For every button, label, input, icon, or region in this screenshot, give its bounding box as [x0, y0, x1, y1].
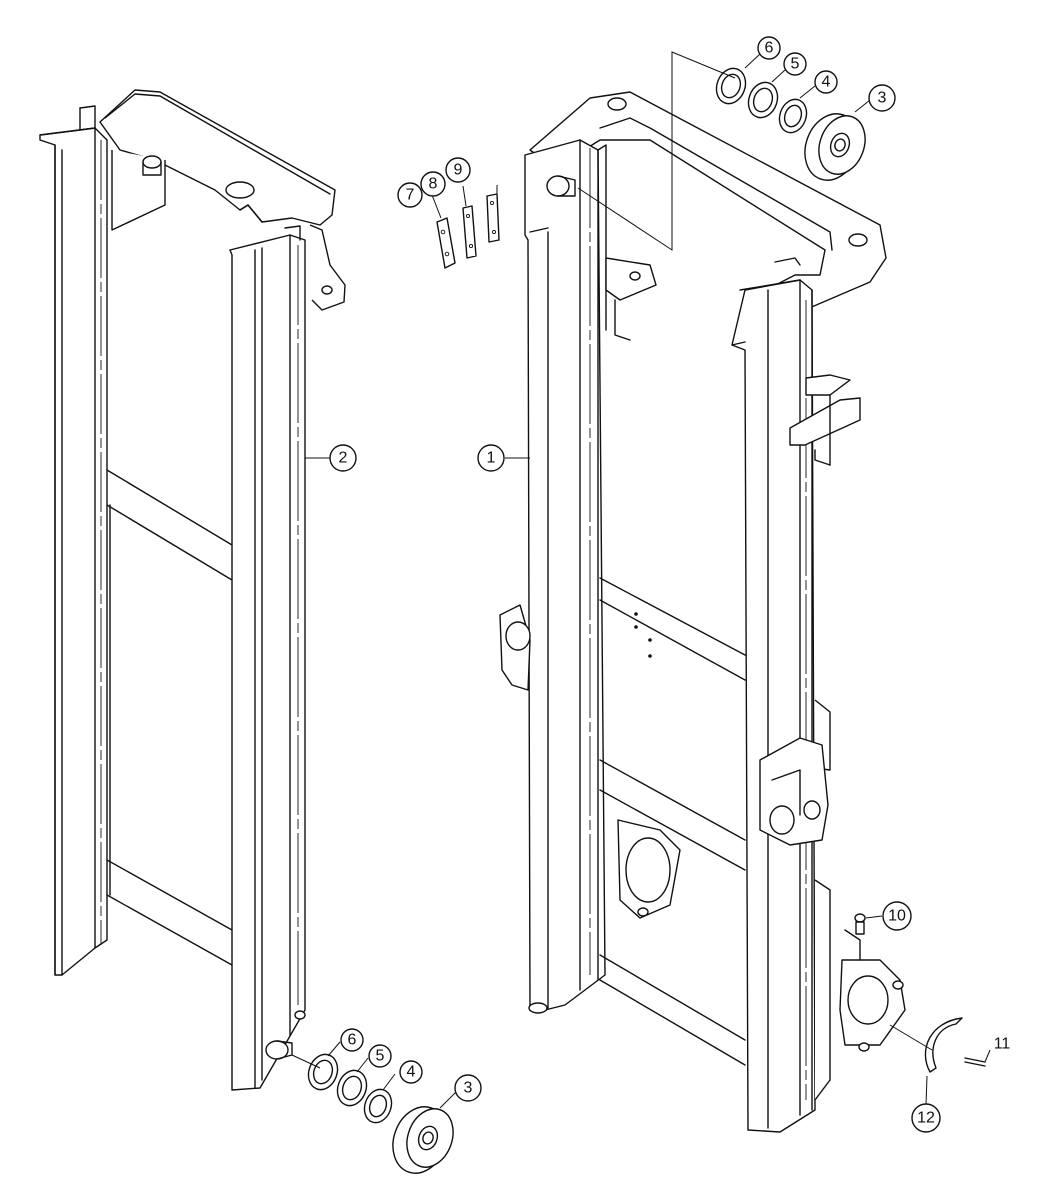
- upper-roller-stack: [715, 67, 866, 181]
- inner-mast-assembly: [499, 91, 906, 1133]
- svg-text:6: 6: [765, 40, 774, 57]
- svg-text:5: 5: [376, 1048, 385, 1065]
- callout-7: 7: [397, 182, 423, 208]
- svg-text:3: 3: [878, 90, 887, 107]
- lower-roller-stack: [307, 1053, 454, 1174]
- svg-text:8: 8: [429, 176, 438, 193]
- svg-text:4: 4: [407, 1064, 416, 1081]
- svg-text:3: 3: [464, 1080, 473, 1097]
- callout-5-upper: 5: [783, 52, 807, 76]
- callout-4-lower: 4: [399, 1060, 423, 1084]
- callout-5-lower: 5: [368, 1044, 392, 1068]
- svg-text:5: 5: [791, 56, 800, 73]
- callout-1: 1: [477, 444, 505, 472]
- svg-text:12: 12: [917, 1110, 935, 1127]
- callout-6-upper: 6: [757, 36, 781, 60]
- svg-text:2: 2: [339, 450, 348, 467]
- callout-3-upper: 3: [868, 84, 896, 112]
- callout-4-upper: 4: [814, 70, 838, 94]
- callout-3-lower: 3: [454, 1074, 482, 1102]
- callout-10: 10: [882, 901, 912, 931]
- svg-text:6: 6: [348, 1032, 357, 1049]
- svg-text:7: 7: [406, 187, 415, 204]
- svg-text:4: 4: [822, 74, 831, 91]
- callout-8: 8: [420, 171, 446, 197]
- svg-text:10: 10: [888, 908, 906, 925]
- callout-12: 12: [911, 1103, 941, 1133]
- outer-mast-assembly: [39, 89, 346, 1091]
- svg-text:9: 9: [454, 162, 463, 179]
- grease-nipple: [854, 913, 866, 935]
- leader-lines: [291, 51, 991, 1109]
- svg-text:11: 11: [994, 1036, 1011, 1053]
- svg-text:1: 1: [487, 450, 496, 467]
- callout-9: 9: [445, 157, 471, 183]
- callout-2: 2: [329, 444, 357, 472]
- callout-11: 11: [994, 1036, 1011, 1053]
- shim-plates: [436, 193, 500, 269]
- callout-6-lower: 6: [340, 1028, 364, 1052]
- bushing: [924, 1017, 963, 1073]
- pin: [964, 1057, 986, 1067]
